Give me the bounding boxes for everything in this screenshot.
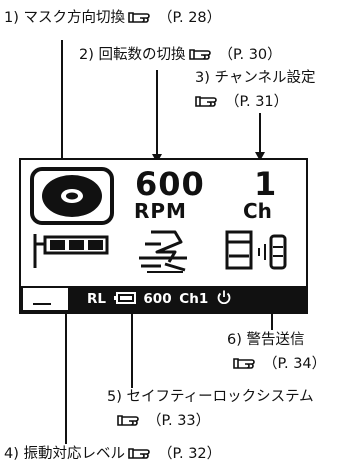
battery-icon: [113, 291, 136, 307]
status-indicator-line: [33, 303, 51, 305]
callout-safety-lock-label: 5) セイフティーロックシステム: [107, 389, 314, 405]
callout-rotation-speed-page: （P. 30）: [218, 47, 282, 63]
vibration-level-segment: [50, 240, 65, 250]
callout-channel-ref: （P. 31）: [192, 93, 288, 113]
callout-vibration: 4) 振動対応レベル （P. 32）: [4, 445, 221, 465]
callout-mask-direction: 1) マスク方向切換 （P. 28）: [4, 9, 221, 29]
power-icon: [216, 290, 232, 307]
pointing-hand-icon: [188, 47, 213, 66]
pointing-hand-icon: [195, 94, 219, 113]
status-rpm: 600: [143, 291, 172, 307]
callout-warning-label: 6) 警告送信: [227, 332, 305, 348]
callout-rotation-speed-label: 2) 回転数の切換: [79, 47, 186, 63]
callout-safety-lock-ref: （P. 33）: [114, 412, 210, 432]
status-mode: RL: [87, 291, 106, 307]
callout-vibration-label: 4) 振動対応レベル: [4, 446, 125, 462]
rpm-unit: RPM: [134, 199, 187, 223]
channel-unit: Ch: [243, 199, 272, 223]
status-bar: RL 600 Ch1: [21, 286, 306, 312]
callout-vibration-page: （P. 32）: [158, 446, 222, 462]
status-indicator-box: [23, 288, 68, 310]
safety-lock-icon: [135, 228, 191, 280]
pointing-hand-icon: [128, 10, 152, 29]
callout-mask-direction-page: （P. 28）: [158, 10, 222, 26]
vibration-level-segment: [69, 240, 84, 250]
vibration-level-icon: [31, 230, 111, 274]
callout-channel: 3) チャンネル設定: [195, 69, 316, 87]
callout-channel-page: （P. 31）: [225, 94, 289, 110]
pointing-hand-icon: [128, 446, 152, 465]
vibration-level-segment: [88, 240, 103, 250]
callout-rotation-speed: 2) 回転数の切換 （P. 30）: [79, 46, 282, 66]
callout-mask-direction-label: 1) マスク方向切換: [4, 10, 125, 26]
pointing-hand-icon: [117, 413, 141, 432]
status-readout: RL 600 Ch1: [87, 290, 235, 308]
callout-warning: 6) 警告送信: [227, 331, 305, 349]
channel-value: 1: [254, 165, 277, 203]
status-channel: Ch1: [179, 291, 209, 307]
callout-safety-lock: 5) セイフティーロックシステム: [107, 388, 314, 406]
warning-transmit-icon: [225, 230, 291, 276]
callout-warning-page: （P. 34）: [263, 356, 327, 372]
mask-direction-icon: [29, 166, 115, 230]
callout-safety-lock-page: （P. 33）: [147, 413, 211, 429]
callout-channel-label: 3) チャンネル設定: [195, 70, 316, 86]
callout-warning-ref: （P. 34）: [230, 355, 326, 375]
lcd-display: 600 RPM 1 Ch: [19, 158, 308, 314]
rpm-value: 600: [135, 165, 205, 203]
pointing-hand-icon: [233, 356, 257, 375]
